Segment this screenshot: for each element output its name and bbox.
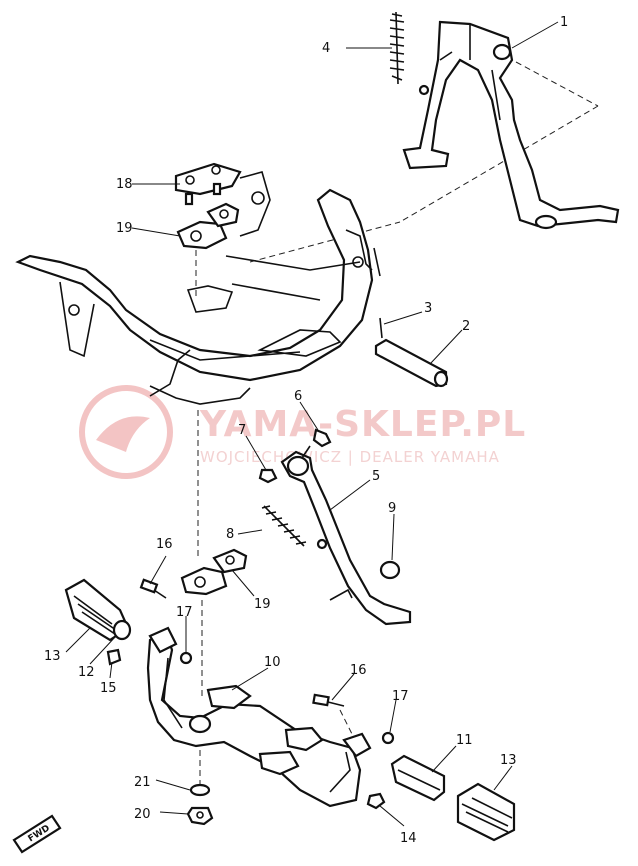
direction-marker: FWD bbox=[12, 814, 62, 854]
plate-18 bbox=[174, 162, 242, 206]
watermark-dealer: WOJCIECHOWICZ | DEALER YAMAHA bbox=[200, 448, 500, 466]
callout-9: 9 bbox=[388, 501, 396, 516]
callout-8: 8 bbox=[226, 527, 234, 542]
bolt-14 bbox=[366, 792, 386, 810]
watermark-logo bbox=[79, 385, 173, 479]
nut-17-right bbox=[381, 731, 395, 745]
center-stand bbox=[402, 20, 620, 230]
callout-20: 20 bbox=[134, 807, 151, 822]
callout-19-lower: 19 bbox=[254, 597, 271, 612]
damper-19-upper bbox=[176, 202, 240, 250]
callout-13-right: 13 bbox=[500, 753, 517, 768]
leader-lines bbox=[65, 21, 559, 827]
nut-17-left bbox=[179, 651, 193, 665]
footrest-bar-10 bbox=[146, 626, 372, 808]
collar-9 bbox=[379, 560, 401, 580]
callout-7: 7 bbox=[238, 423, 246, 438]
bolt-6 bbox=[301, 428, 332, 459]
callout-15: 15 bbox=[100, 681, 117, 696]
callout-12: 12 bbox=[78, 665, 95, 680]
callouts: 1 2 3 4 5 6 7 8 9 10 11 12 13 13 14 15 1… bbox=[44, 15, 568, 846]
reference-lines bbox=[195, 61, 599, 800]
callout-17-right: 17 bbox=[392, 689, 409, 704]
callout-6: 6 bbox=[294, 389, 302, 404]
callout-17-left: 17 bbox=[176, 605, 193, 620]
footrest-rubber-13-right bbox=[456, 782, 516, 842]
callout-16-left: 16 bbox=[156, 537, 173, 552]
callout-5: 5 bbox=[372, 469, 380, 484]
watermark-brand: YAMA-SKLEP.PL bbox=[199, 404, 526, 445]
spring-4 bbox=[389, 11, 430, 96]
frame bbox=[15, 171, 381, 405]
footrest-rubber-13-left bbox=[64, 578, 132, 642]
callout-16-right: 16 bbox=[350, 663, 367, 678]
callout-19-upper: 19 bbox=[116, 221, 133, 236]
watermark: YAMA-SKLEP.PL WOJCIECHOWICZ | DEALER YAM… bbox=[79, 385, 526, 479]
nut-15 bbox=[106, 648, 122, 666]
callout-18: 18 bbox=[116, 177, 133, 192]
washer-21 bbox=[189, 783, 211, 797]
nut-20 bbox=[186, 806, 214, 826]
bolt-7 bbox=[258, 468, 278, 484]
shaft-2 bbox=[374, 317, 449, 388]
callout-2: 2 bbox=[462, 319, 470, 334]
side-stand-5 bbox=[280, 450, 412, 626]
callout-1: 1 bbox=[560, 15, 568, 30]
callout-13-left: 13 bbox=[44, 649, 61, 664]
bolt-16-right bbox=[312, 693, 345, 707]
footrest-11-right bbox=[390, 754, 446, 802]
callout-14: 14 bbox=[400, 831, 417, 846]
callout-11: 11 bbox=[456, 733, 473, 748]
callout-4: 4 bbox=[322, 41, 330, 56]
bolt-16-left bbox=[139, 578, 167, 599]
callout-10: 10 bbox=[264, 655, 281, 670]
callout-3: 3 bbox=[424, 301, 432, 316]
callout-21: 21 bbox=[134, 775, 151, 790]
spring-8 bbox=[261, 505, 307, 547]
damper-19-lower bbox=[180, 548, 248, 596]
watermark-logo-mark bbox=[96, 416, 150, 452]
